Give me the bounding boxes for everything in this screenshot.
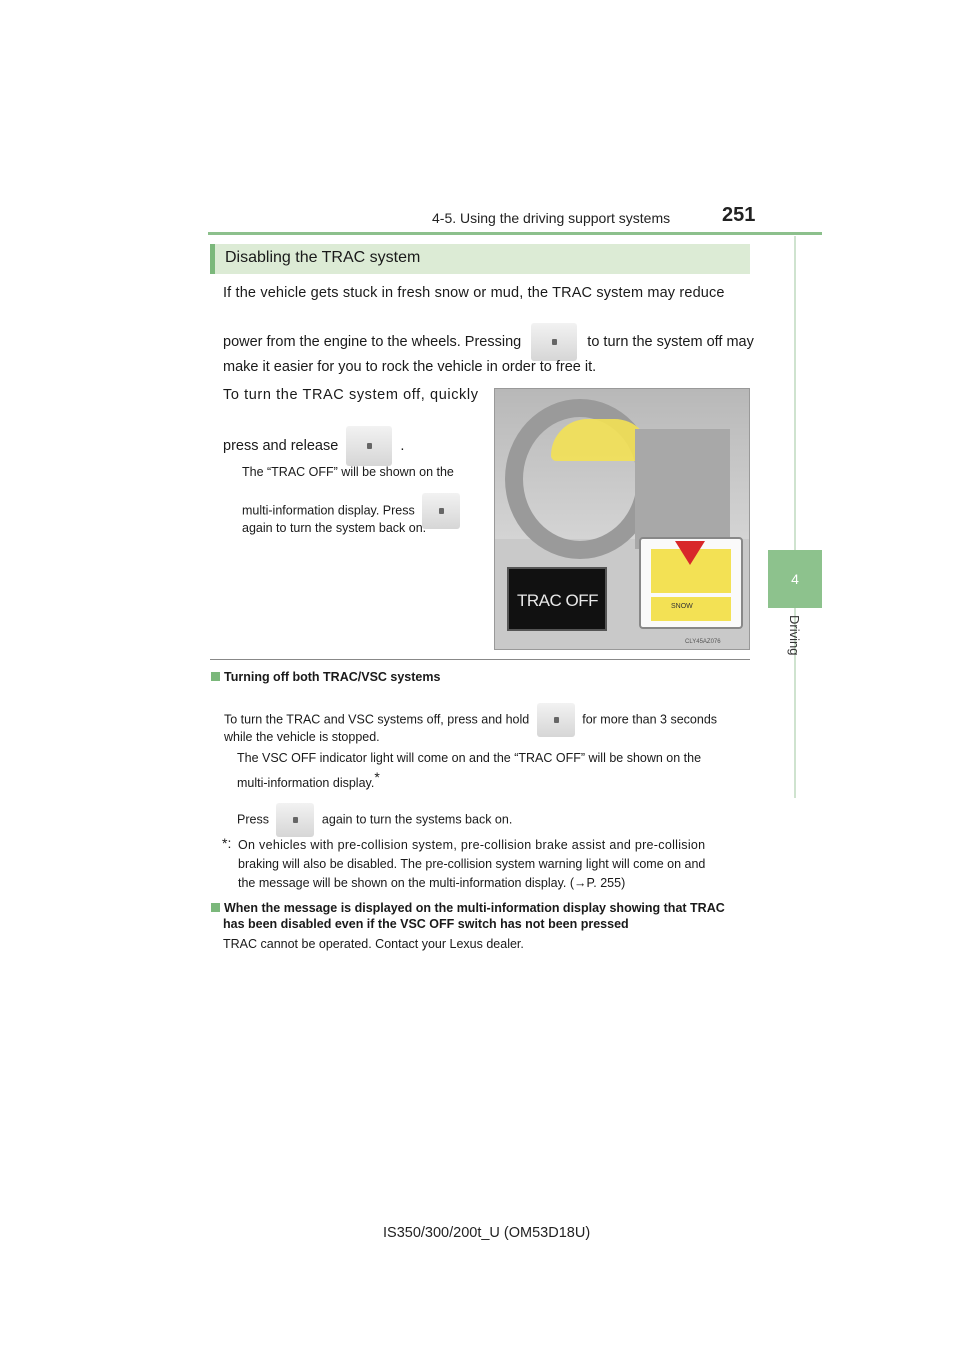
message-heading-line-2: has been disabled even if the VSC OFF sw… xyxy=(223,917,629,931)
message-heading-1-text: When the message is displayed on the mul… xyxy=(224,901,725,915)
footnote-line-1: On vehicles with pre-collision system, p… xyxy=(238,838,706,852)
both-line-1: To turn the TRAC and VSC systems off, pr… xyxy=(224,703,717,737)
trac-off-switch-icon xyxy=(531,323,578,361)
both-line-5b: again to turn the systems back on. xyxy=(321,812,513,827)
intro-line-2: power from the engine to the wheels. Pre… xyxy=(223,323,754,361)
dashboard-illustration: TRAC OFF SNOW CLY45AZ076 xyxy=(494,388,750,650)
turn-off-line-1: To turn the TRAC system off, quickly xyxy=(223,387,479,403)
side-tab-line-lower xyxy=(794,608,796,798)
footnote-star: * xyxy=(374,769,380,785)
side-tab-number: 4 xyxy=(791,571,799,587)
header-rule xyxy=(208,232,822,235)
square-bullet-icon xyxy=(211,672,220,681)
trac-off-switch-icon xyxy=(422,493,461,529)
both-line-5a: Press xyxy=(237,812,269,827)
both-line-3: The VSC OFF indicator light will come on… xyxy=(237,751,702,765)
switch-inset: SNOW xyxy=(639,537,743,629)
intro-line-3: make it easier for you to rock the vehic… xyxy=(223,359,597,375)
note-line-2: multi-information display. Press xyxy=(242,493,461,529)
section-divider xyxy=(210,659,750,660)
turn-off-line-2: press and release . xyxy=(223,426,404,466)
both-line-2: while the vehicle is stopped. xyxy=(224,730,380,744)
both-line-4-text: multi-information display. xyxy=(237,776,375,791)
note-line-1: The “TRAC OFF” will be shown on the xyxy=(242,465,454,479)
footnote-line-3: the message will be shown on the multi-i… xyxy=(238,876,626,890)
note-line-3: again to turn the system back on. xyxy=(242,521,427,535)
message-body: TRAC cannot be operated. Contact your Le… xyxy=(223,937,524,951)
snow-label: SNOW xyxy=(671,603,693,610)
display-text: TRAC OFF xyxy=(517,591,599,610)
header-section-title: 4-5. Using the driving support systems xyxy=(432,210,671,226)
side-tab-label: Driving xyxy=(787,615,802,656)
side-tab: 4 xyxy=(768,550,822,608)
red-arrow-icon xyxy=(675,541,705,565)
trac-off-switch-icon xyxy=(346,426,393,466)
both-line-1a: To turn the TRAC and VSC systems off, pr… xyxy=(224,712,530,727)
turn-off-line-2b: . xyxy=(400,437,405,454)
section-title: Disabling the TRAC system xyxy=(225,249,421,266)
both-line-5: Press again to turn the systems back on. xyxy=(237,803,512,837)
side-tab-line xyxy=(794,236,796,550)
both-line-4: multi-information display.* xyxy=(237,768,380,792)
instrument-cluster-highlight xyxy=(551,419,651,461)
section-heading: Disabling the TRAC system xyxy=(210,244,750,274)
footnote-mark: *: xyxy=(222,835,232,851)
side-tab-label-wrap: Driving xyxy=(780,615,810,675)
footnote-line-2: braking will also be disabled. The pre-c… xyxy=(238,857,706,871)
both-systems-heading-text: Turning off both TRAC/VSC systems xyxy=(224,670,441,684)
snow-switch-highlight xyxy=(651,597,731,621)
intro-line-1: If the vehicle gets stuck in fresh snow … xyxy=(223,285,725,301)
page-number: 251 xyxy=(722,204,756,226)
intro-line-2a: power from the engine to the wheels. Pre… xyxy=(223,333,522,350)
message-heading-line-1: When the message is displayed on the mul… xyxy=(211,899,725,917)
square-bullet-icon xyxy=(211,903,220,912)
both-systems-heading: Turning off both TRAC/VSC systems xyxy=(211,668,440,686)
turn-off-line-2a: press and release xyxy=(223,437,339,454)
note-line-2-text: multi-information display. Press xyxy=(242,503,415,518)
both-line-1b: for more than 3 seconds xyxy=(582,712,718,727)
trac-off-switch-icon xyxy=(536,703,575,737)
footer-model-code: IS350/300/200t_U (OM53D18U) xyxy=(383,1225,591,1241)
intro-line-2b: to turn the system off may xyxy=(587,333,754,350)
center-console-shape xyxy=(635,429,730,549)
multi-information-display: TRAC OFF xyxy=(507,567,607,631)
trac-off-switch-icon xyxy=(276,803,315,837)
figure-code: CLY45AZ076 xyxy=(685,639,721,645)
